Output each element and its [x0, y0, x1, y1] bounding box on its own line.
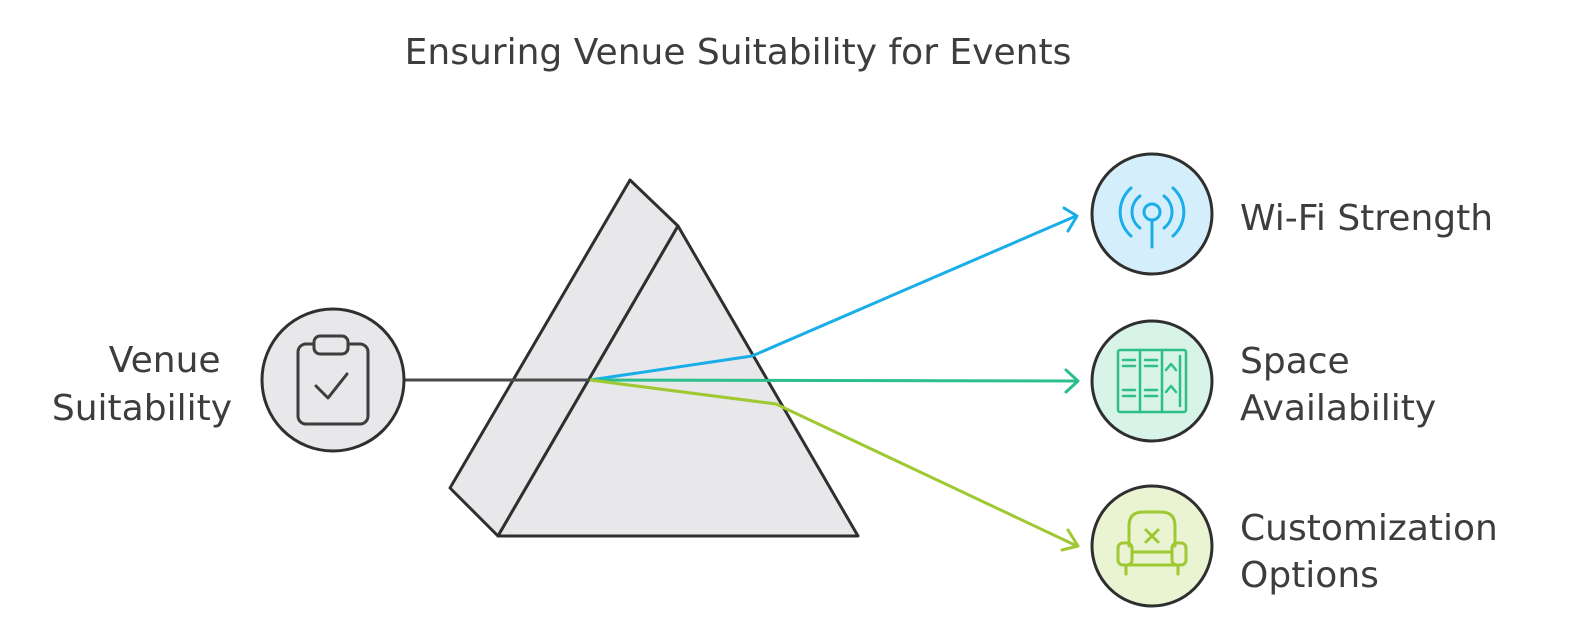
source-node: Venue Suitability [52, 309, 404, 451]
customization-options-label-line-1: Customization [1240, 508, 1498, 549]
customization-options-label: Customization Options [1240, 508, 1509, 596]
output-node-customization-options: Customization Options [1092, 486, 1509, 606]
wifi-strength-label-line-1: Wi-Fi Strength [1240, 198, 1493, 239]
beam-space-availability [590, 380, 1077, 381]
source-label: Venue Suitability [52, 340, 232, 429]
output-node-wifi-strength: Wi-Fi Strength [1092, 154, 1493, 274]
prism [450, 180, 858, 536]
wifi-strength-label: Wi-Fi Strength [1240, 198, 1493, 239]
wifi-strength-circle [1092, 154, 1212, 274]
output-node-space-availability: Space Availability [1092, 321, 1436, 441]
customization-options-circle [1092, 486, 1212, 606]
diagram-title: Ensuring Venue Suitability for Events [405, 32, 1072, 73]
space-availability-label-line-1: Space [1240, 341, 1350, 382]
source-circle [262, 309, 404, 451]
space-availability-circle [1092, 321, 1212, 441]
space-availability-label: Space Availability [1240, 341, 1436, 429]
customization-options-label-line-2: Options [1240, 555, 1379, 596]
source-label-line-2: Suitability [52, 388, 232, 429]
space-availability-label-line-2: Availability [1240, 388, 1436, 429]
source-label-line-1: Venue [109, 340, 221, 381]
